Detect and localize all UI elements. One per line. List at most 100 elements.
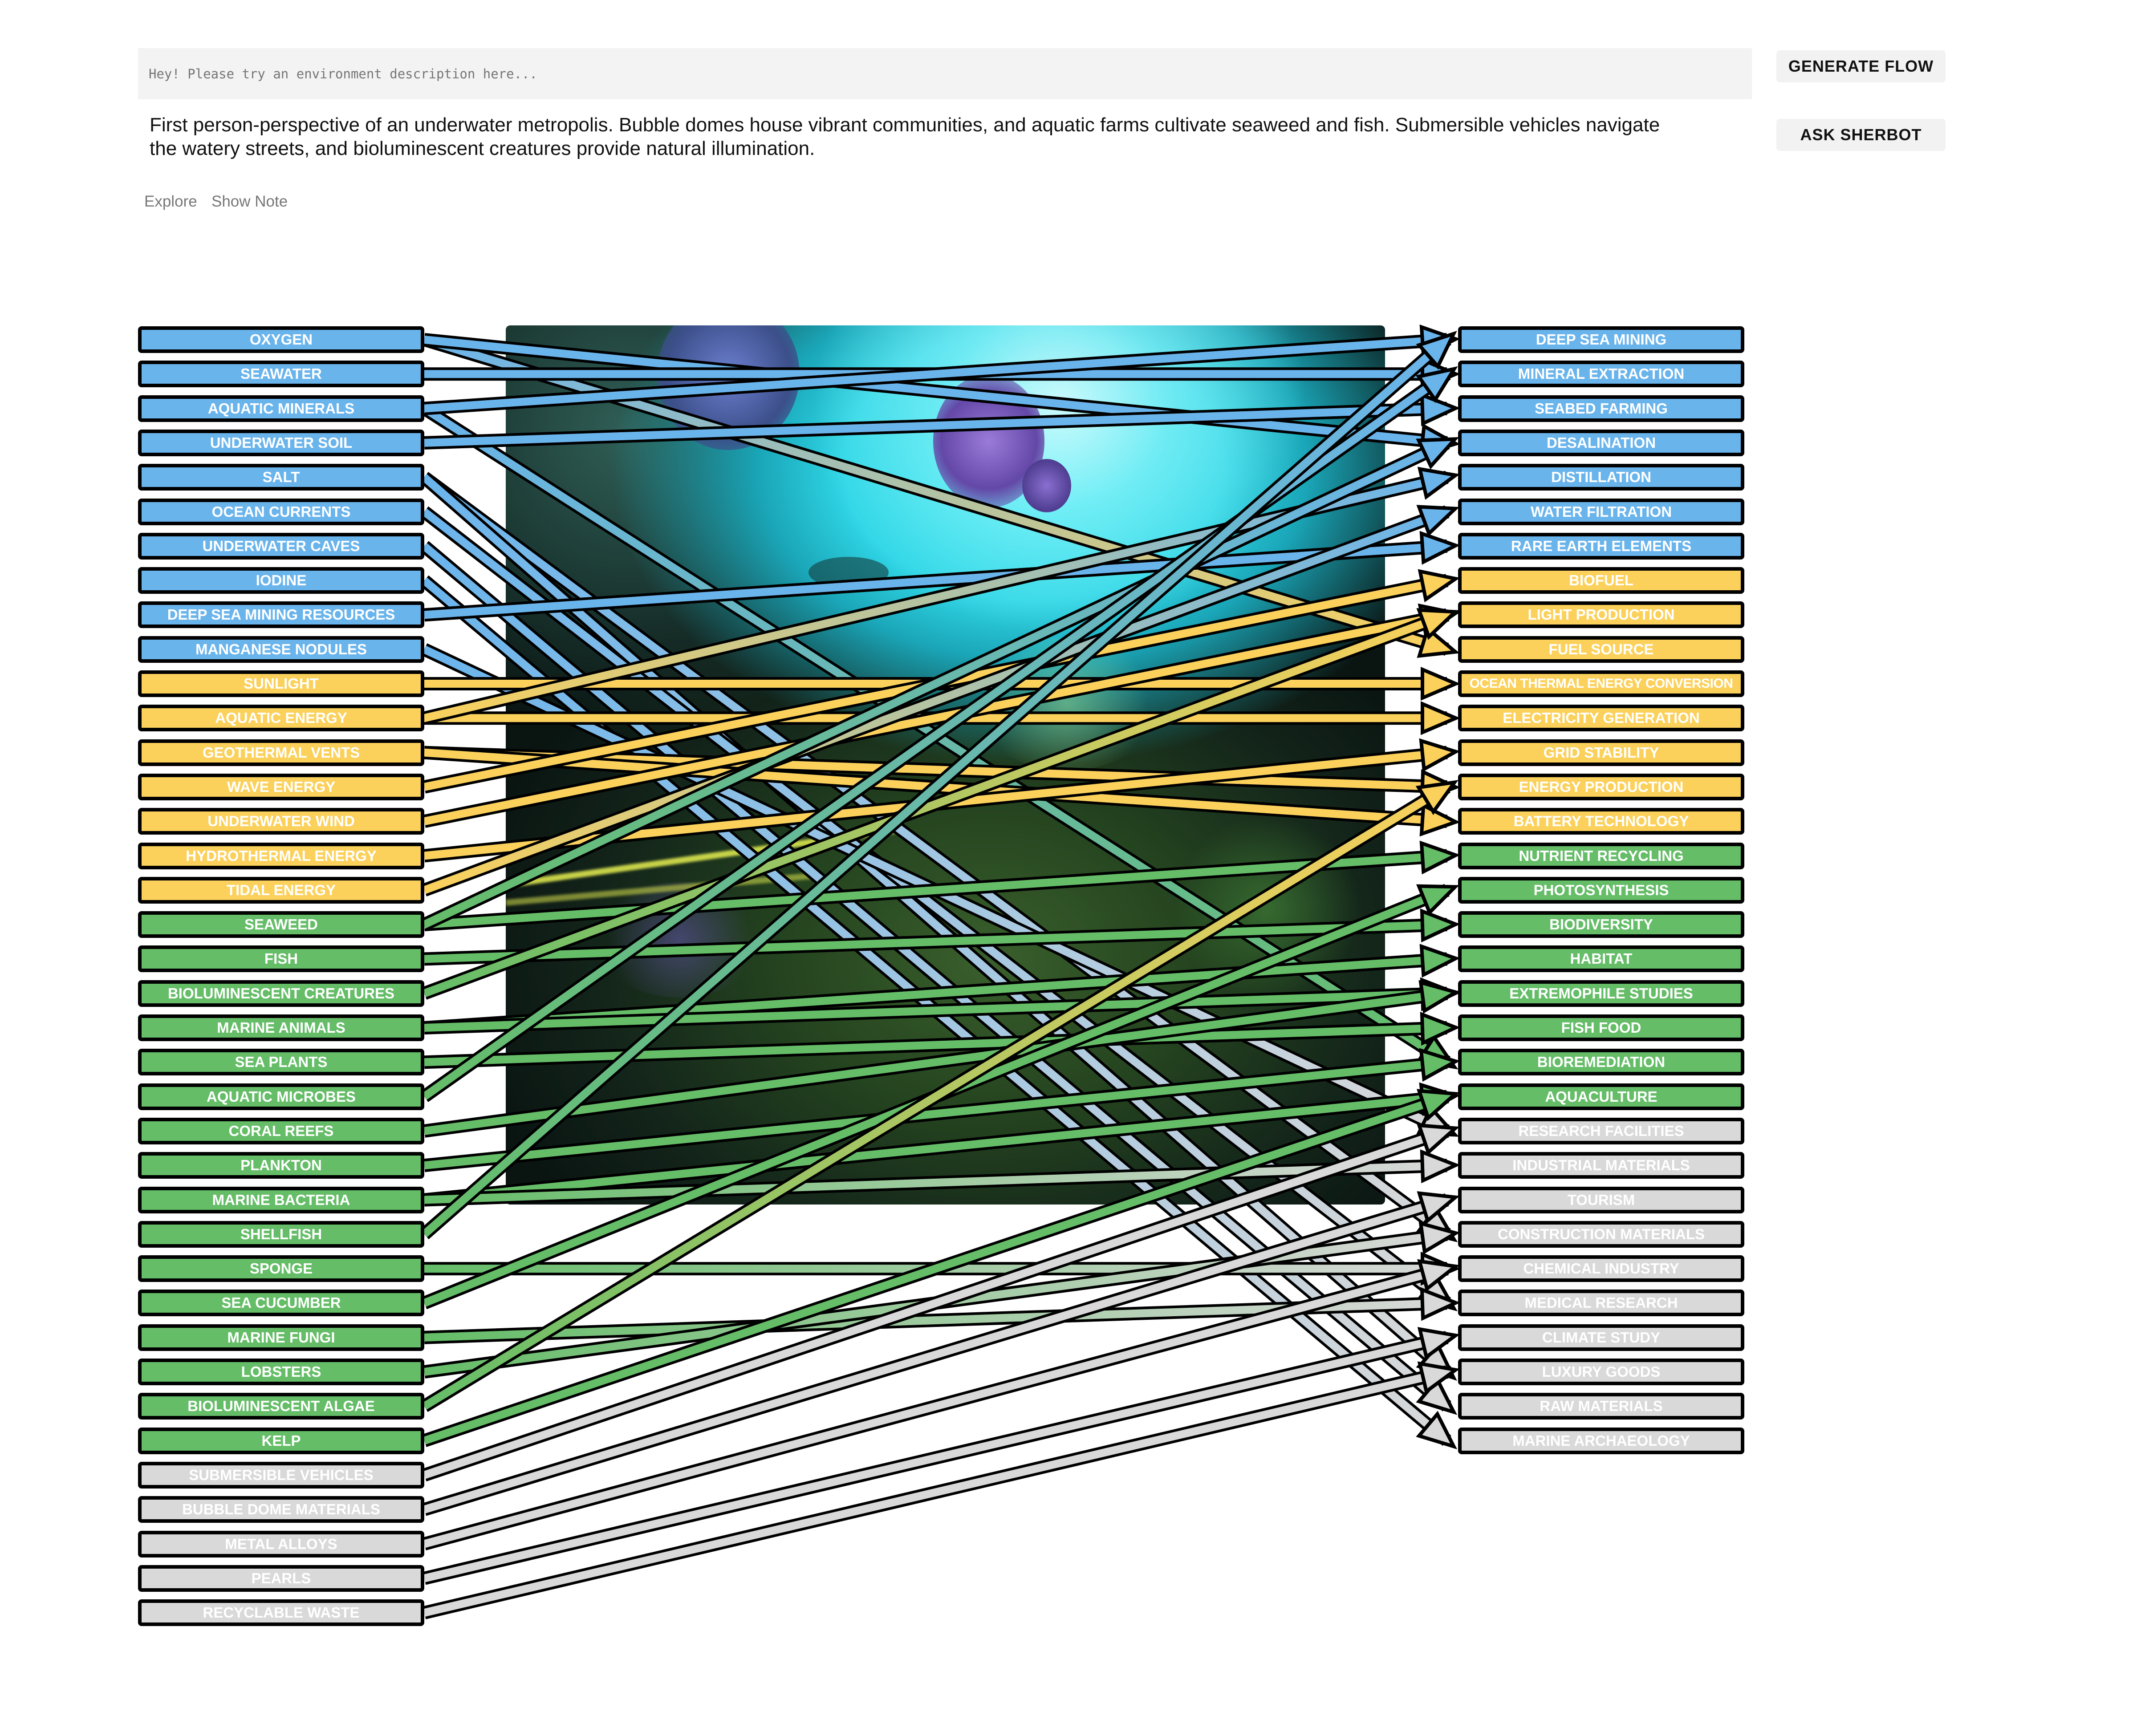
- target-node-climate-study[interactable]: CLIMATE STUDY: [1458, 1324, 1744, 1351]
- target-node-photosynthesis[interactable]: PHOTOSYNTHESIS: [1458, 876, 1744, 904]
- target-node-rare-earth-elements[interactable]: RARE EARTH ELEMENTS: [1458, 532, 1744, 560]
- target-node-aquaculture[interactable]: AQUACULTURE: [1458, 1083, 1744, 1110]
- source-node-aquatic-energy[interactable]: AQUATIC ENERGY: [138, 705, 424, 732]
- target-node-industrial-materials[interactable]: INDUSTRIAL MATERIALS: [1458, 1152, 1744, 1179]
- target-node-fish-food[interactable]: FISH FOOD: [1458, 1014, 1744, 1041]
- source-node-salt[interactable]: SALT: [138, 464, 424, 491]
- target-node-biodiversity[interactable]: BIODIVERSITY: [1458, 911, 1744, 938]
- source-node-marine-fungi[interactable]: MARINE FUNGI: [138, 1324, 424, 1351]
- target-node-habitat[interactable]: HABITAT: [1458, 945, 1744, 973]
- source-node-hydrothermal-energy[interactable]: HYDROTHERMAL ENERGY: [138, 842, 424, 869]
- target-node-light-production[interactable]: LIGHT PRODUCTION: [1458, 601, 1744, 629]
- source-node-bioluminescent-algae[interactable]: BIOLUMINESCENT ALGAE: [138, 1393, 424, 1420]
- source-node-deep-sea-mining-resources[interactable]: DEEP SEA MINING RESOURCES: [138, 601, 424, 629]
- environment-description-input[interactable]: [138, 48, 1752, 99]
- flow-arrowhead: [1417, 466, 1460, 500]
- target-node-seabed-farming[interactable]: SEABED FARMING: [1458, 395, 1744, 422]
- generate-flow-button[interactable]: GENERATE FLOW: [1776, 50, 1946, 82]
- target-node-tourism[interactable]: TOURISM: [1458, 1186, 1744, 1213]
- flow-arrowhead: [1419, 738, 1461, 772]
- source-node-underwater-caves[interactable]: UNDERWATER CAVES: [138, 532, 424, 560]
- flow-arrowhead: [1416, 1274, 1458, 1311]
- source-node-aquatic-minerals[interactable]: AQUATIC MINERALS: [138, 395, 424, 422]
- target-node-construction-materials[interactable]: CONSTRUCTION MATERIALS: [1458, 1221, 1744, 1248]
- flow-arrowhead: [1416, 437, 1459, 470]
- target-node-deep-sea-mining[interactable]: DEEP SEA MINING: [1458, 326, 1744, 353]
- target-node-chemical-industry[interactable]: CHEMICAL INDUSTRY: [1458, 1255, 1744, 1282]
- source-node-lobsters[interactable]: LOBSTERS: [138, 1359, 424, 1385]
- target-node-medical-research[interactable]: MEDICAL RESEARCH: [1458, 1290, 1744, 1317]
- target-node-nutrient-recycling[interactable]: NUTRIENT RECYCLING: [1458, 842, 1744, 869]
- target-node-extremophile-studies[interactable]: EXTREMOPHILE STUDIES: [1458, 980, 1744, 1007]
- target-node-marine-archaeology[interactable]: MARINE ARCHAEOLOGY: [1458, 1427, 1744, 1454]
- source-node-bubble-dome-materials[interactable]: BUBBLE DOME MATERIALS: [138, 1496, 424, 1523]
- target-node-electricity-generation[interactable]: ELECTRICITY GENERATION: [1458, 705, 1744, 732]
- target-node-desalination[interactable]: DESALINATION: [1458, 429, 1744, 456]
- source-node-metal-alloys[interactable]: METAL ALLOYS: [138, 1530, 424, 1558]
- target-node-water-filtration[interactable]: WATER FILTRATION: [1458, 498, 1744, 525]
- flow-arrowhead: [1419, 1048, 1461, 1082]
- flow-arrowhead: [1419, 531, 1461, 565]
- explore-link[interactable]: Explore: [144, 193, 197, 210]
- flow-arrowhead: [1420, 977, 1461, 1011]
- target-node-luxury-goods[interactable]: LUXURY GOODS: [1458, 1359, 1744, 1385]
- flow-arrowhead: [1418, 1221, 1460, 1255]
- source-node-plankton[interactable]: PLANKTON: [138, 1152, 424, 1179]
- source-node-marine-bacteria[interactable]: MARINE BACTERIA: [138, 1186, 424, 1213]
- flow-link: [423, 1368, 1448, 1617]
- source-node-ocean-currents[interactable]: OCEAN CURRENTS: [138, 498, 424, 525]
- flow-arrowhead: [1419, 840, 1461, 875]
- source-node-recyclable-waste[interactable]: RECYCLABLE WASTE: [138, 1599, 424, 1626]
- target-node-battery-technology[interactable]: BATTERY TECHNOLOGY: [1458, 808, 1744, 835]
- source-node-manganese-nodules[interactable]: MANGANESE NODULES: [138, 636, 424, 663]
- source-node-submersible-vehicles[interactable]: SUBMERSIBLE VEHICLES: [138, 1461, 424, 1489]
- environment-description-text: First person-perspective of an underwate…: [150, 114, 1660, 159]
- source-node-wave-energy[interactable]: WAVE ENERGY: [138, 773, 424, 800]
- target-node-raw-materials[interactable]: RAW MATERIALS: [1458, 1393, 1744, 1420]
- source-node-kelp[interactable]: KELP: [138, 1427, 424, 1454]
- source-node-coral-reefs[interactable]: CORAL REEFS: [138, 1117, 424, 1144]
- source-node-pearls[interactable]: PEARLS: [138, 1565, 424, 1592]
- source-node-fish[interactable]: FISH: [138, 945, 424, 973]
- source-node-oxygen[interactable]: OXYGEN: [138, 326, 424, 353]
- source-node-shellfish[interactable]: SHELLFISH: [138, 1221, 424, 1248]
- source-node-iodine[interactable]: IODINE: [138, 567, 424, 594]
- generated-scene-image: [506, 325, 1385, 1205]
- source-node-bioluminescent-creatures[interactable]: BIOLUMINESCENT CREATURES: [138, 980, 424, 1007]
- target-node-distillation[interactable]: DISTILLATION: [1458, 464, 1744, 491]
- flow-link: [423, 1230, 1448, 1376]
- flow-link-outline: [423, 1262, 1449, 1550]
- flow-arrowhead: [1419, 803, 1461, 837]
- flow-arrowhead: [1420, 1287, 1461, 1321]
- target-node-fuel-source[interactable]: FUEL SOURCE: [1458, 636, 1744, 663]
- flow-arrowhead: [1417, 1259, 1460, 1292]
- target-node-energy-production[interactable]: ENERGY PRODUCTION: [1458, 773, 1744, 800]
- source-node-underwater-wind[interactable]: UNDERWATER WIND: [138, 808, 424, 835]
- show-note-link[interactable]: Show Note: [211, 193, 288, 210]
- source-node-sea-cucumber[interactable]: SEA CUCUMBER: [138, 1290, 424, 1317]
- flow-arrowhead: [1420, 909, 1461, 943]
- source-node-aquatic-microbes[interactable]: AQUATIC MICROBES: [138, 1083, 424, 1110]
- source-node-geothermal-vents[interactable]: GEOTHERMAL VENTS: [138, 739, 424, 766]
- source-node-underwater-soil[interactable]: UNDERWATER SOIL: [138, 429, 424, 456]
- source-node-sea-plants[interactable]: SEA PLANTS: [138, 1049, 424, 1076]
- source-node-seaweed[interactable]: SEAWEED: [138, 911, 424, 938]
- flow-arrowhead: [1418, 603, 1460, 637]
- source-node-tidal-energy[interactable]: TIDAL ENERGY: [138, 876, 424, 904]
- target-node-bioremediation[interactable]: BIOREMEDIATION: [1458, 1049, 1744, 1076]
- source-node-sunlight[interactable]: SUNLIGHT: [138, 670, 424, 697]
- target-node-biofuel[interactable]: BIOFUEL: [1458, 567, 1744, 594]
- source-node-sponge[interactable]: SPONGE: [138, 1255, 424, 1282]
- source-node-seawater[interactable]: SEAWATER: [138, 361, 424, 388]
- target-node-research-facilities[interactable]: RESEARCH FACILITIES: [1458, 1117, 1744, 1144]
- flow-arrowhead: [1421, 701, 1461, 735]
- ask-sherbot-button[interactable]: ASK SHERBOT: [1776, 119, 1946, 151]
- source-node-marine-animals[interactable]: MARINE ANIMALS: [138, 1014, 424, 1041]
- target-node-grid-stability[interactable]: GRID STABILITY: [1458, 739, 1744, 766]
- target-node-mineral-extraction[interactable]: MINERAL EXTRACTION: [1458, 361, 1744, 388]
- target-node-ocean-thermal-energy-conversion[interactable]: OCEAN THERMAL ENERGY CONVERSION: [1458, 670, 1744, 697]
- flow-arrowhead: [1416, 1104, 1459, 1137]
- flow-link-outline: [423, 1365, 1449, 1619]
- flow-arrowhead: [1416, 505, 1460, 537]
- flow-arrowhead: [1416, 1089, 1460, 1121]
